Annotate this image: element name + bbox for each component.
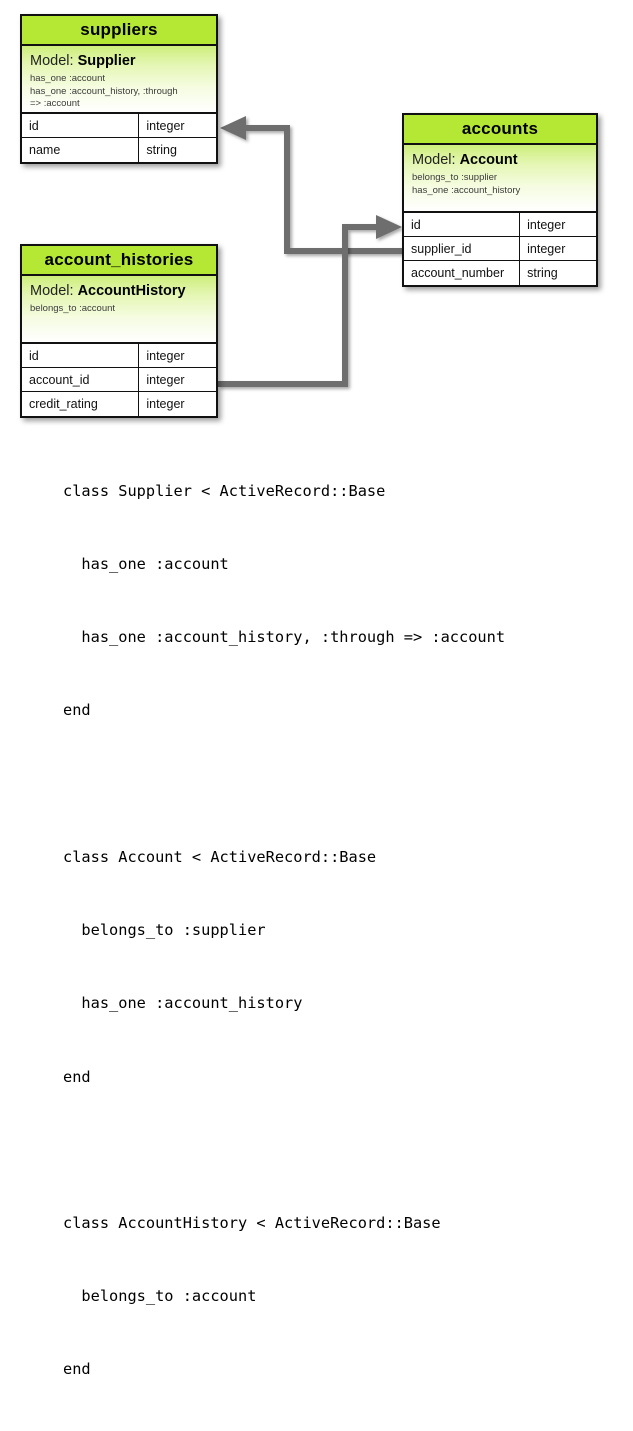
connector-accounts-to-suppliers bbox=[220, 116, 402, 254]
diagram-canvas: suppliers Model: Supplier has_one :accou… bbox=[20, 14, 598, 1378]
field-name: credit_rating bbox=[22, 392, 140, 416]
field-type: string bbox=[527, 266, 558, 280]
field-name: account_number bbox=[404, 261, 521, 285]
code-line: end bbox=[63, 1067, 91, 1086]
connector-account-histories-to-accounts bbox=[218, 215, 402, 387]
code-line: end bbox=[63, 1360, 91, 1379]
model-class-name: Supplier bbox=[77, 53, 136, 69]
code-line: has_one :account_history bbox=[63, 994, 303, 1013]
field-type: integer bbox=[146, 348, 185, 363]
association-line: has_one :account_history, :through bbox=[30, 85, 178, 97]
entity-title-account-histories: account_histories bbox=[22, 246, 216, 276]
field-type: integer bbox=[527, 241, 566, 256]
field-name: id bbox=[22, 344, 140, 367]
table-row[interactable]: account_number string bbox=[404, 261, 596, 285]
association-line: has_one :account bbox=[30, 73, 106, 84]
field-type: integer bbox=[146, 372, 185, 387]
field-type: string bbox=[146, 143, 177, 157]
field-name: supplier_id bbox=[404, 237, 521, 260]
entity-model-accounts: Model: Account belongs_to :supplier has_… bbox=[404, 145, 596, 213]
model-name-line-account-histories: Model: AccountHistory bbox=[30, 283, 208, 300]
table-row[interactable]: id integer bbox=[22, 114, 216, 138]
field-type: integer bbox=[146, 118, 185, 133]
entity-title-accounts: accounts bbox=[404, 115, 596, 145]
table-row[interactable]: credit_rating integer bbox=[22, 392, 216, 416]
entity-table-account-histories[interactable]: account_histories Model: AccountHistory … bbox=[20, 244, 218, 418]
table-row[interactable]: supplier_id integer bbox=[404, 237, 596, 261]
field-name: id bbox=[404, 213, 521, 236]
code-line-blank bbox=[63, 772, 623, 796]
code-line: end bbox=[63, 701, 91, 720]
model-class-name: Account bbox=[459, 152, 518, 168]
field-name: account_id bbox=[22, 368, 140, 391]
model-label: Model: bbox=[30, 53, 78, 69]
model-label: Model: bbox=[412, 152, 460, 168]
arrowhead-to-suppliers bbox=[220, 116, 246, 140]
code-line: belongs_to :supplier bbox=[63, 921, 266, 940]
entity-model-account-histories: Model: AccountHistory belongs_to :accoun… bbox=[22, 276, 216, 344]
model-name-line-accounts: Model: Account bbox=[412, 152, 588, 169]
entity-model-suppliers: Model: Supplier has_one :account has_one… bbox=[22, 46, 216, 114]
model-name-line-suppliers: Model: Supplier bbox=[30, 53, 208, 70]
association-line: belongs_to :account bbox=[30, 303, 116, 314]
code-line: belongs_to :account bbox=[63, 1287, 257, 1306]
table-row[interactable]: account_id integer bbox=[22, 368, 216, 392]
model-label: Model: bbox=[30, 283, 78, 299]
field-type: integer bbox=[146, 397, 185, 411]
association-line: belongs_to :supplier bbox=[412, 172, 498, 183]
field-name: id bbox=[22, 114, 140, 137]
code-listing: class Supplier < ActiveRecord::Base has_… bbox=[63, 430, 623, 1431]
model-class-name: AccountHistory bbox=[77, 283, 186, 299]
association-line: has_one :account_history bbox=[412, 184, 521, 196]
table-row[interactable]: name string bbox=[22, 138, 216, 162]
code-line: has_one :account bbox=[63, 555, 229, 574]
entity-table-suppliers[interactable]: suppliers Model: Supplier has_one :accou… bbox=[20, 14, 218, 164]
code-line-blank bbox=[63, 1138, 623, 1162]
arrowhead-to-accounts bbox=[376, 215, 402, 239]
code-line: has_one :account_history, :through => :a… bbox=[63, 628, 506, 647]
code-line: class AccountHistory < ActiveRecord::Bas… bbox=[63, 1213, 441, 1232]
code-line: class Account < ActiveRecord::Base bbox=[63, 847, 377, 866]
code-line: class Supplier < ActiveRecord::Base bbox=[63, 481, 386, 500]
field-name: name bbox=[22, 138, 140, 162]
entity-table-accounts[interactable]: accounts Model: Account belongs_to :supp… bbox=[402, 113, 598, 287]
table-row[interactable]: id integer bbox=[404, 213, 596, 237]
table-row[interactable]: id integer bbox=[22, 344, 216, 368]
association-line: => :account bbox=[30, 98, 80, 109]
entity-title-suppliers: suppliers bbox=[22, 16, 216, 46]
field-type: integer bbox=[527, 217, 566, 232]
